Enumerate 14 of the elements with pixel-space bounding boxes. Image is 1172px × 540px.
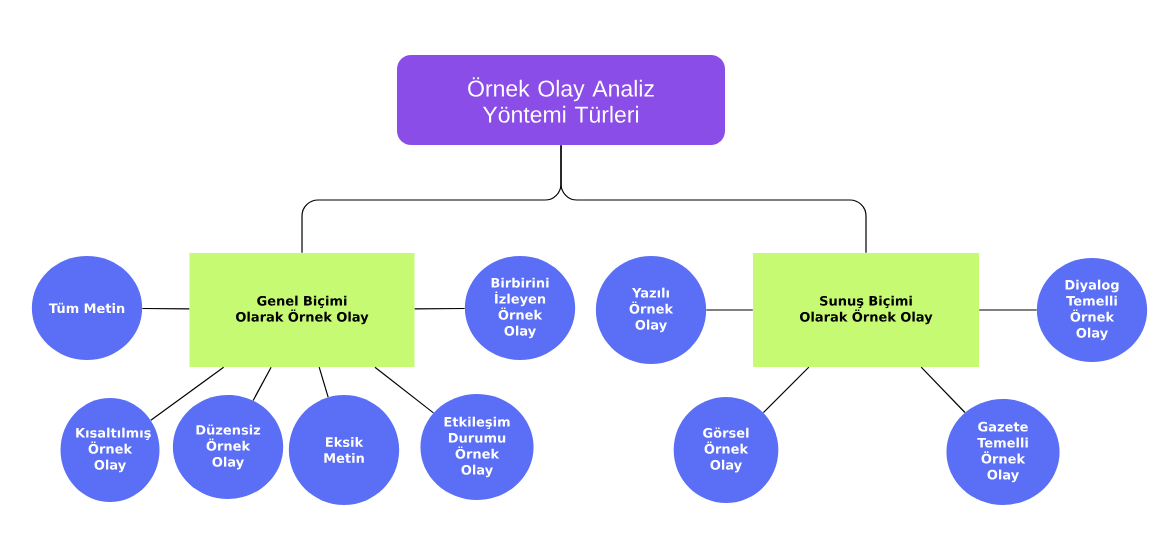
connector-line: [141, 307, 190, 310]
connector-line: [150, 366, 225, 421]
connector-line: [920, 366, 966, 414]
category-box: Genel Biçimi Olarak Örnek Olay: [189, 253, 415, 367]
connector-line: [762, 366, 810, 414]
connector-line: [560, 144, 867, 254]
connector-line: [252, 366, 272, 402]
connector-line: [978, 309, 1038, 311]
connector-line: [318, 366, 329, 398]
connector-line: [374, 366, 435, 414]
connector-line: [414, 307, 466, 310]
connector-line: [705, 309, 754, 311]
category-box: Sunuş Biçimi Olarak Örnek Olay: [753, 253, 979, 367]
title-box: Örnek Olay Analiz Yöntemi Türleri: [397, 55, 725, 145]
